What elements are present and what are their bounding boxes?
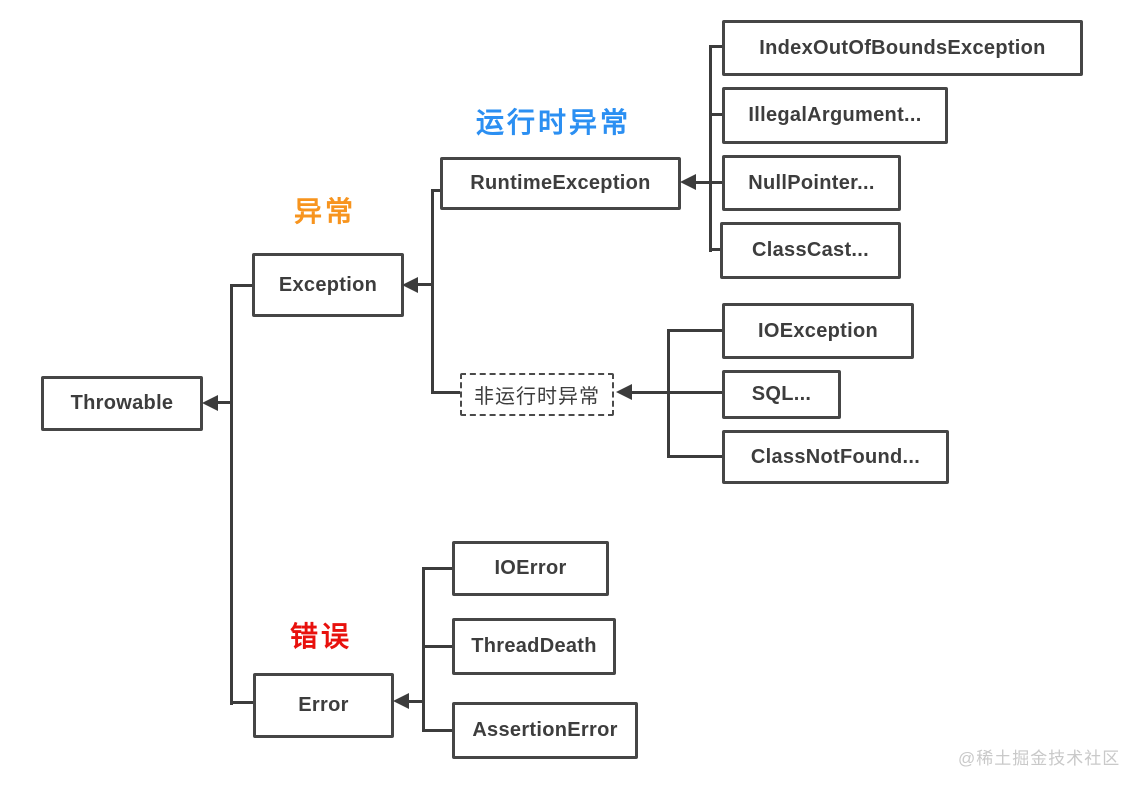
- node-illegal-argument: IllegalArgument...: [722, 87, 948, 144]
- connector-trunk-exception: [431, 189, 434, 394]
- node-thread-death: ThreadDeath: [452, 618, 616, 675]
- connector-error-arrow-line: [408, 700, 424, 703]
- arrow-to-error-icon: [393, 693, 409, 709]
- node-sql: SQL...: [722, 370, 841, 419]
- node-non-runtime-exception: 非运行时异常: [460, 373, 614, 416]
- node-runtime-exception: RuntimeException: [440, 157, 681, 210]
- arrow-to-non-runtime-icon: [616, 384, 632, 400]
- connector-error-stub: [230, 701, 255, 704]
- connector-trunk-error-children: [422, 567, 425, 732]
- node-io-exception: IOException: [722, 303, 914, 359]
- node-exception: Exception: [252, 253, 404, 317]
- connector-index-stub: [709, 45, 724, 48]
- node-null-pointer: NullPointer...: [722, 155, 901, 211]
- connector-trunk-runtime-children: [709, 46, 712, 252]
- node-throwable: Throwable: [41, 376, 203, 431]
- connector-nullpointer-arrow-line: [695, 181, 724, 184]
- connector-illegal-stub: [709, 113, 724, 116]
- connector-threaddeath-stub: [422, 645, 454, 648]
- connector-runtime-stub: [431, 189, 442, 192]
- connector-classnotfound-stub: [667, 455, 724, 458]
- node-assertion-error: AssertionError: [452, 702, 638, 759]
- connector-throwable-arrow-line: [215, 401, 233, 404]
- connector-exception-stub: [230, 284, 254, 287]
- error-annotation: 错误: [290, 621, 353, 652]
- connector-ioexception-stub: [667, 329, 724, 332]
- node-error: Error: [253, 673, 394, 738]
- connector-ioerror-stub: [422, 567, 454, 570]
- exception-annotation: 异常: [294, 196, 357, 227]
- arrow-to-runtime-exception-icon: [680, 174, 696, 190]
- connector-trunk-throwable: [230, 284, 233, 705]
- node-io-error: IOError: [452, 541, 609, 596]
- node-class-not-found: ClassNotFound...: [722, 430, 949, 484]
- connector-non-runtime-stub: [431, 391, 462, 394]
- arrow-to-exception-icon: [402, 277, 418, 293]
- node-class-cast: ClassCast...: [720, 222, 901, 279]
- runtime-exception-annotation: 运行时异常: [476, 107, 632, 138]
- watermark: @稀土掘金技术社区: [958, 749, 1121, 768]
- connector-assertion-stub: [422, 729, 454, 732]
- arrow-to-throwable-icon: [202, 395, 218, 411]
- node-index-out-of-bounds-exception: IndexOutOfBoundsException: [722, 20, 1083, 76]
- connector-classcast-stub: [709, 248, 724, 251]
- connector-exception-arrow-line: [417, 283, 434, 286]
- connector-sql-arrow-line: [631, 391, 724, 394]
